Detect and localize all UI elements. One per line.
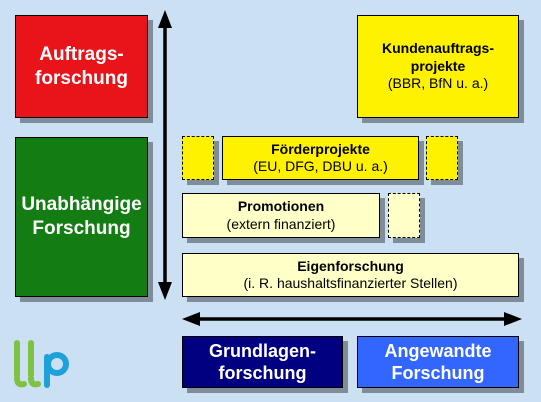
- auftragsforschung-box: Auftrags- forschung: [15, 15, 148, 118]
- grundlagen-line1: Grundlagen-: [209, 340, 316, 361]
- promotionen-sub: (extern finanziert): [226, 215, 336, 232]
- auftragsforschung-line1: Auftrags-: [39, 43, 124, 65]
- promotionen-title: Promotionen: [237, 198, 325, 214]
- foerder-dashed-left: [182, 136, 214, 180]
- foerderprojekte-box: Förderprojekte (EU, DFG, DBU u. a.): [222, 136, 419, 180]
- kunden-sub: (BBR, BfN u. a.): [387, 75, 489, 92]
- auftragsforschung-line2: forschung: [35, 67, 128, 89]
- eigen-title: Eigenforschung: [297, 257, 404, 274]
- horizontal-axis-arrow: [182, 312, 522, 326]
- llp-logo-icon: [14, 340, 69, 388]
- promotionen-box: Promotionen (extern finanziert): [182, 193, 380, 238]
- foerder-title: Förderprojekte: [271, 140, 370, 157]
- angewandte-line1: Angewandte: [384, 340, 492, 361]
- grundlagenforschung-box: Grundlagen- forschung: [182, 336, 343, 388]
- grundlagen-line2: forschung: [218, 363, 307, 383]
- eigenforschung-box: Eigenforschung (i. R. haushaltsfinanzier…: [182, 253, 519, 297]
- promotionen-dashed-right: [388, 193, 420, 238]
- unabhaengige-forschung-box: Unabhängige Forschung: [15, 137, 148, 297]
- angewandte-forschung-box: Angewandte Forschung: [357, 336, 519, 388]
- vertical-axis-arrow: [158, 10, 172, 300]
- unabhaengige-line1: Unabhängige: [21, 194, 142, 216]
- angewandte-line2: Forschung: [391, 363, 485, 383]
- eigen-sub: (i. R. haushaltsfinanzierter Stellen): [243, 275, 458, 291]
- unabhaengige-line2: Forschung: [32, 218, 131, 239]
- kunden-title-line1: Kundenauftrags-: [382, 40, 494, 57]
- foerder-sub: (EU, DFG, DBU u. a.): [253, 158, 388, 174]
- kunden-title-line2: projekte: [410, 57, 466, 74]
- foerder-dashed-right: [426, 136, 458, 180]
- kundenauftragsprojekte-box: Kundenauftrags- projekte (BBR, BfN u. a.…: [357, 15, 519, 118]
